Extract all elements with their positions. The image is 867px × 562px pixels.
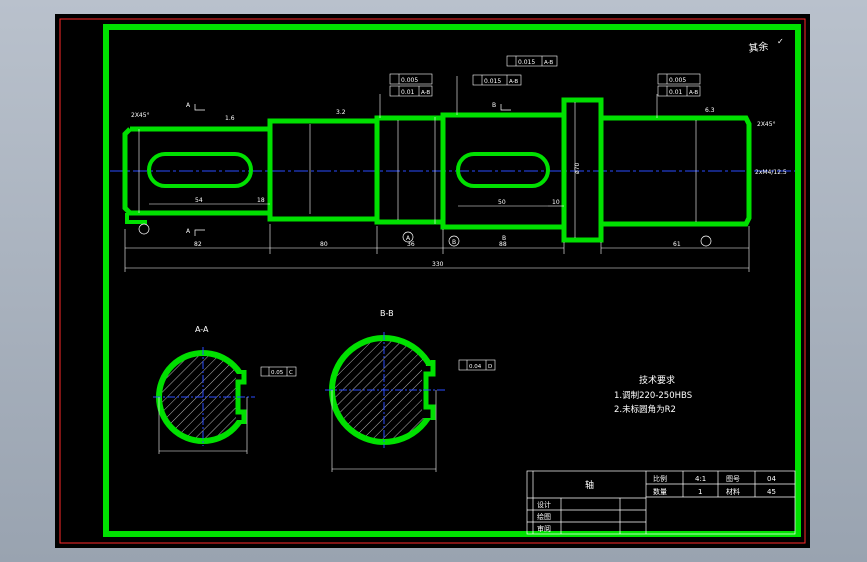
- datum-c-circle: [700, 235, 712, 247]
- tb-scale-value: 4:1: [695, 475, 706, 483]
- tolerance-frame-mid: [472, 55, 558, 86]
- tb-material-value: 45: [767, 488, 776, 496]
- shaft-shoulder: [561, 97, 604, 243]
- len-seg2: 80: [320, 241, 328, 248]
- tol-left-b-ref: A-B: [421, 90, 430, 96]
- tech-req-item-2: 2.未标圆角为R2: [614, 404, 676, 415]
- surface-finish-mark: ✓: [777, 37, 784, 46]
- chamfer-left: 2X45°: [131, 112, 150, 119]
- tb-row-review: 审阅: [537, 524, 551, 533]
- datum-b-circle-left: [402, 231, 414, 243]
- roughness-c: 6.3: [705, 107, 715, 114]
- shaft-outline: [122, 97, 752, 243]
- surface-finish-note: 其余: [748, 39, 770, 55]
- tb-row-draw: 绘图: [537, 512, 551, 521]
- tol-mid-b: 0.015: [484, 78, 501, 85]
- keyway-left: [147, 152, 253, 188]
- datum-b-circle-mid: [448, 235, 460, 247]
- title-block: [526, 470, 796, 535]
- tol-right-b: 0.01: [669, 89, 683, 96]
- key-right-offset: 10: [552, 199, 560, 206]
- tol-right-a: 0.005: [669, 77, 686, 84]
- dia-shoulder: ø70: [574, 163, 581, 174]
- datum-b: B: [452, 239, 456, 246]
- len-seg3: 36: [407, 241, 415, 248]
- center-hole: 2xM4/12.5: [755, 169, 787, 176]
- key-right-length: 50: [498, 199, 506, 206]
- section-mark-a-top: A: [186, 102, 191, 109]
- tech-req-title: 技术要求: [639, 374, 675, 386]
- section-b-tol-ref: D: [488, 364, 492, 370]
- outer-frame: [59, 18, 806, 544]
- inner-frame: [103, 24, 801, 537]
- section-b-tol: 0.04: [469, 364, 482, 370]
- tb-qty-label: 数量: [653, 487, 667, 496]
- tb-row-design: 设计: [537, 500, 551, 509]
- section-mark-b-bottom: B: [502, 235, 506, 242]
- tb-drawing-no-label: 图号: [726, 475, 740, 483]
- chamfer-right: 2X45°: [757, 121, 776, 128]
- shaft-drawing: 其余 ✓: [59, 18, 806, 544]
- tb-scale-label: 比例: [653, 474, 667, 483]
- section-b-view: [325, 332, 447, 448]
- len-seg4: 88: [499, 241, 507, 248]
- datum-a-circle: [138, 223, 150, 235]
- section-mark-b-top: B: [492, 102, 496, 109]
- section-b-dims: [331, 359, 496, 472]
- tol-mid-b-ref: A-B: [509, 79, 518, 85]
- tol-mid-a-ref: A-B: [544, 60, 553, 66]
- tb-material-label: 材料: [726, 487, 740, 496]
- tol-left-a: 0.005: [401, 77, 418, 84]
- drawing-canvas[interactable]: 其余 ✓: [55, 14, 810, 548]
- section-mark-a-bottom: A: [186, 228, 191, 235]
- section-a-tol-ref: C: [289, 370, 293, 376]
- key-left-offset: 18: [257, 197, 265, 204]
- len-seg1: 82: [194, 241, 202, 248]
- dimension-lines: [124, 76, 750, 272]
- tol-right-b-ref: A-B: [689, 90, 698, 96]
- section-a-tol: 0.05: [271, 370, 284, 376]
- tb-qty-value: 1: [698, 488, 702, 496]
- tolerance-frame-right: [657, 73, 701, 97]
- tb-drawing-no-value: 04: [767, 475, 776, 483]
- section-b-title: B-B: [380, 309, 394, 318]
- roughness-b: 3.2: [336, 109, 346, 116]
- tolerance-frame-left: [389, 73, 433, 97]
- datum-a: A: [406, 235, 411, 242]
- shaft-seg-3: [374, 115, 446, 225]
- section-a-view: [153, 347, 255, 446]
- len-total: 330: [432, 261, 444, 268]
- tol-left-b: 0.01: [401, 89, 415, 96]
- tb-part-name: 轴: [585, 479, 594, 491]
- roughness-a: 1.6: [225, 115, 235, 122]
- key-left-length: 54: [195, 197, 203, 204]
- section-a-title: A-A: [195, 325, 209, 334]
- len-seg5: 61: [673, 241, 681, 248]
- shaft-seg-5: [601, 115, 752, 227]
- section-cut-arrows: [194, 104, 511, 236]
- section-a-dims: [158, 366, 297, 454]
- shaft-seg-2: [267, 118, 380, 222]
- tech-req-item-1: 1.调制220-250HBS: [614, 390, 692, 401]
- tol-mid-a: 0.015: [518, 59, 535, 66]
- keyway-right: [456, 152, 550, 188]
